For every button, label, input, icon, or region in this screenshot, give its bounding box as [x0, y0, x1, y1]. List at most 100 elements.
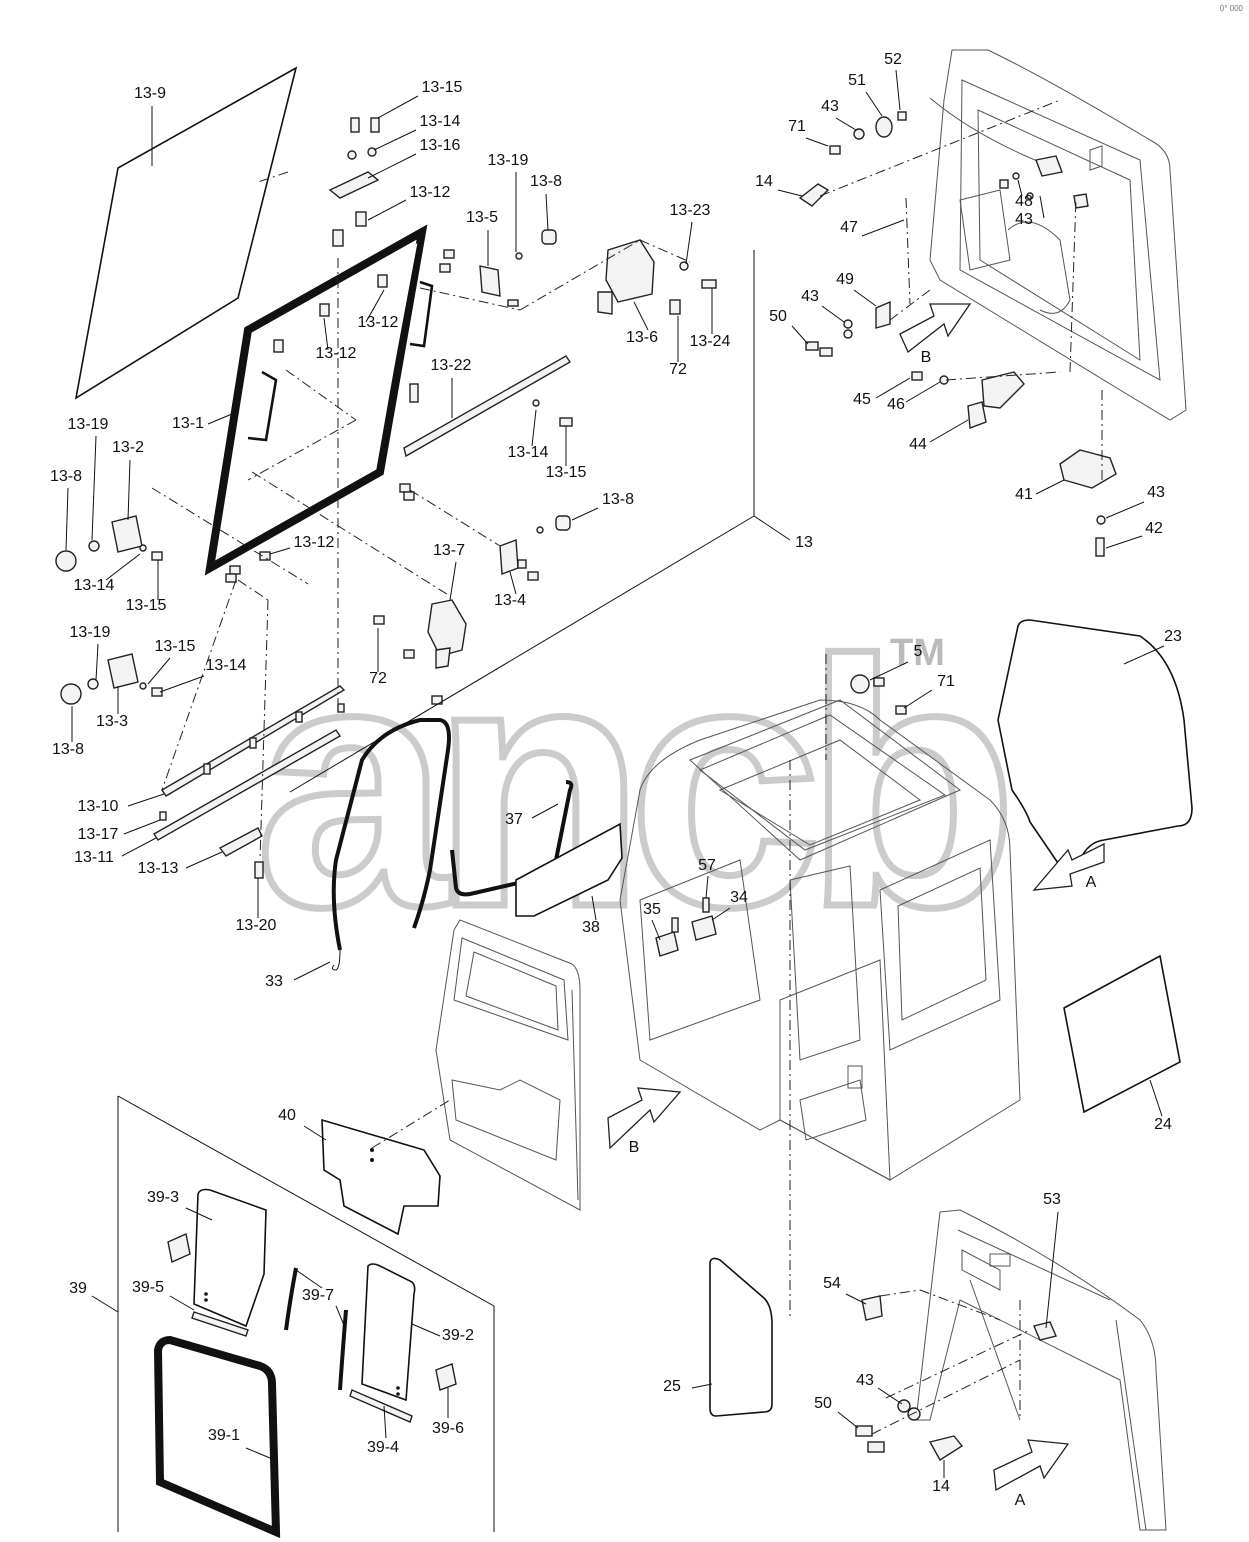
callout-c13_14c: 13-14 — [74, 577, 115, 594]
callout-c39: 39 — [69, 1280, 87, 1297]
callout-c13_7: 13-7 — [433, 542, 465, 559]
side-glass-38 — [515, 822, 623, 917]
callout-c39_1: 39-1 — [208, 1427, 240, 1444]
rear-hardware — [798, 111, 1117, 557]
callout-c52: 52 — [884, 51, 902, 68]
callout-c45: 45 — [853, 391, 871, 408]
cab-brackets — [655, 897, 717, 957]
callout-c25: 25 — [663, 1378, 681, 1395]
cab-body — [619, 699, 1021, 1181]
callout-c13_8b: 13-8 — [50, 468, 82, 485]
callout-c13_3: 13-3 — [96, 713, 128, 730]
callout-c13_19c: 13-19 — [70, 624, 111, 641]
leader-lines — [65, 69, 1165, 1478]
cab-rear-wall — [929, 49, 1187, 421]
callout-c13_14d: 13-14 — [206, 657, 247, 674]
callout-c41: 41 — [1015, 486, 1033, 503]
callout-c13_13: 13-13 — [138, 860, 179, 877]
roof-glass-23 — [997, 619, 1193, 868]
cab-light — [850, 674, 907, 715]
callout-c13_10: 13-10 — [78, 798, 119, 815]
corner-mark: 0° 000 — [1219, 4, 1243, 13]
callout-c13_1: 13-1 — [172, 415, 204, 432]
callout-c48: 48 — [1015, 193, 1033, 210]
callout-c51: 51 — [848, 72, 866, 89]
callout-c49: 49 — [836, 271, 854, 288]
callout-cA2: A — [1015, 1492, 1026, 1509]
door-hinge-upper — [479, 229, 557, 307]
callout-c13_8a: 13-8 — [530, 173, 562, 190]
callout-c13_6: 13-6 — [626, 329, 658, 346]
callout-c47: 47 — [840, 219, 858, 236]
door-hinge-left — [55, 515, 163, 572]
door-latch — [373, 599, 467, 705]
callout-c13_2: 13-2 — [112, 439, 144, 456]
callout-c46: 46 — [887, 396, 905, 413]
callout-c14a: 14 — [755, 173, 773, 190]
callout-c42: 42 — [1145, 520, 1163, 537]
callout-c44: 44 — [909, 436, 927, 453]
callout-c13_19b: 13-19 — [68, 416, 109, 433]
door-hinge-right — [499, 515, 571, 581]
corner-glass-25 — [709, 1257, 773, 1417]
view-a-arrow-lower — [993, 1439, 1070, 1492]
callout-c39_5: 39-5 — [132, 1279, 164, 1296]
view-a-arrow-upper — [1032, 842, 1105, 891]
callout-cB2: B — [629, 1139, 640, 1156]
callout-c50b: 50 — [814, 1395, 832, 1412]
callout-c5: 5 — [914, 643, 923, 660]
callout-c13_23: 13-23 — [670, 202, 711, 219]
callout-c13_19a: 13-19 — [488, 152, 529, 169]
callout-c13_15b: 13-15 — [546, 464, 587, 481]
callout-c72a: 72 — [669, 361, 687, 378]
callout-c43c: 43 — [801, 288, 819, 305]
door-lock — [597, 239, 717, 315]
side-glass-24 — [1063, 954, 1181, 1114]
callout-c13_16: 13-16 — [420, 137, 461, 154]
callout-c13_20: 13-20 — [236, 917, 277, 934]
view-b-arrow-lower — [607, 1087, 682, 1150]
callout-c43e: 43 — [856, 1372, 874, 1389]
callout-c13_8d: 13-8 — [52, 741, 84, 758]
view-b-arrow-upper — [899, 303, 972, 354]
callout-c13_15c: 13-15 — [126, 597, 167, 614]
door-upper-glass — [74, 66, 298, 400]
callout-c13_22: 13-22 — [431, 357, 472, 374]
callout-cB1: B — [921, 349, 932, 366]
callout-c43a: 43 — [821, 98, 839, 115]
watermark-tm: TM — [890, 632, 945, 674]
cab-front-view-a — [855, 1209, 1167, 1531]
callout-c13: 13 — [795, 534, 813, 551]
callout-c24: 24 — [1154, 1116, 1172, 1133]
callout-c23: 23 — [1164, 628, 1182, 645]
callout-c13_5: 13-5 — [466, 209, 498, 226]
callout-c34: 34 — [730, 889, 748, 906]
door-hinge-lower — [60, 653, 163, 705]
callout-c13_15a: 13-15 — [422, 79, 463, 96]
weather-strip — [403, 355, 571, 458]
callout-c13_11: 13-11 — [74, 849, 114, 866]
callout-c13_14a: 13-14 — [420, 113, 461, 130]
watermark: ancb TM — [252, 586, 1028, 984]
callout-c39_3: 39-3 — [147, 1189, 179, 1206]
cab-door — [435, 919, 581, 1211]
callout-c13_12b: 13-12 — [358, 314, 399, 331]
callout-c53: 53 — [1043, 1191, 1061, 1208]
callout-c54: 54 — [823, 1275, 841, 1292]
callout-c71a: 71 — [788, 118, 806, 135]
callout-c57: 57 — [698, 857, 716, 874]
callout-c13_8c: 13-8 — [602, 491, 634, 508]
callout-c43b: 43 — [1015, 211, 1033, 228]
callout-c43d: 43 — [1147, 484, 1165, 501]
callout-c50a: 50 — [769, 308, 787, 325]
callout-c13_9: 13-9 — [134, 85, 166, 102]
callout-c71b: 71 — [937, 673, 955, 690]
callout-c13_14b: 13-14 — [508, 444, 549, 461]
lower-rails — [153, 685, 346, 879]
callout-c13_12c: 13-12 — [316, 345, 357, 362]
callout-c13_24: 13-24 — [690, 333, 731, 350]
callout-c37: 37 — [505, 811, 523, 828]
